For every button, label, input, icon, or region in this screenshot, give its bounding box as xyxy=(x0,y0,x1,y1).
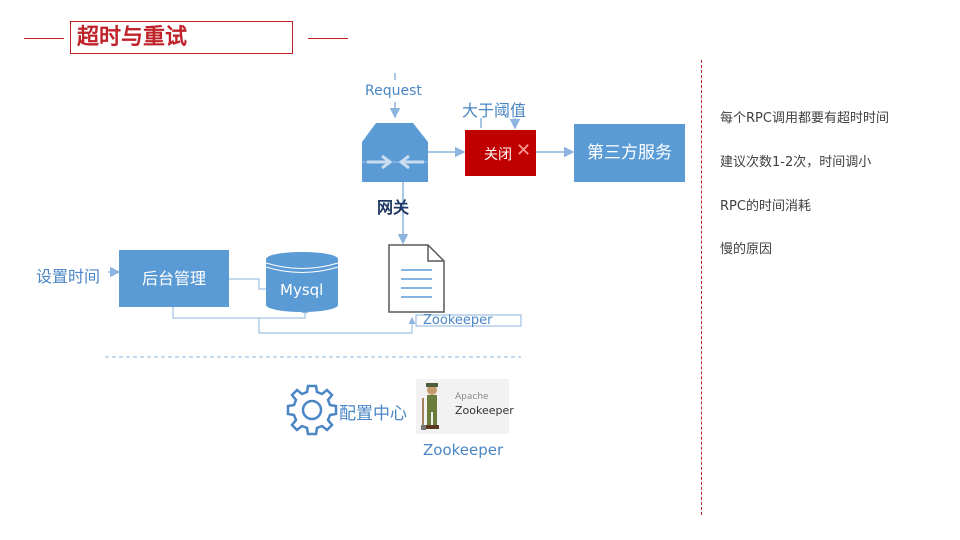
note-item: 每个RPC调用都要有超时时间 xyxy=(720,111,889,126)
gateway-icon xyxy=(362,123,428,182)
close-x-icon: ✕ xyxy=(516,140,532,161)
mysql-label: Mysql xyxy=(280,281,324,299)
note-item: 建议次数1-2次，时间调小 xyxy=(720,155,872,170)
set-time-label: 设置时间 xyxy=(36,267,101,286)
title-right-rule xyxy=(308,38,348,39)
slide-title: 超时与重试 xyxy=(70,21,293,54)
mysql-database-icon xyxy=(265,252,339,312)
zookeeper-logo-apache-text: Apache xyxy=(455,392,489,402)
close-label: 关闭 xyxy=(484,147,512,163)
close-box: 关闭 ✕ xyxy=(465,130,536,176)
backend-management-label: 后台管理 xyxy=(141,269,206,288)
note-item: RPC的时间消耗 xyxy=(720,199,811,214)
third-party-service-label: 第三方服务 xyxy=(587,143,672,163)
zookeeper-logo-name-text: Zookeeper xyxy=(455,404,514,417)
zookeeper-doc-label: Zookeeper xyxy=(423,313,493,328)
vertical-divider xyxy=(701,60,702,515)
zookeeper-bottom-label: Zookeeper xyxy=(423,441,504,459)
backend-management-box: 后台管理 xyxy=(119,250,229,307)
diagram-canvas xyxy=(105,73,575,436)
threshold-label: 大于阈值 xyxy=(462,101,527,120)
zookeeper-doc-frame xyxy=(415,314,522,327)
backend-to-zk-line xyxy=(258,317,416,334)
config-center-label: 配置中心 xyxy=(339,404,407,424)
note-item: 慢的原因 xyxy=(720,242,773,257)
request-label: Request xyxy=(365,83,422,99)
gateway-label: 网关 xyxy=(377,198,410,217)
backend-to-mysql-line xyxy=(229,278,266,290)
backend-to-mysql-bottom xyxy=(172,306,309,319)
title-left-rule xyxy=(24,38,64,39)
document-icon xyxy=(388,244,445,313)
gear-icon xyxy=(286,384,338,436)
zookeeper-logo xyxy=(416,379,509,434)
third-party-service-box: 第三方服务 xyxy=(574,124,685,182)
